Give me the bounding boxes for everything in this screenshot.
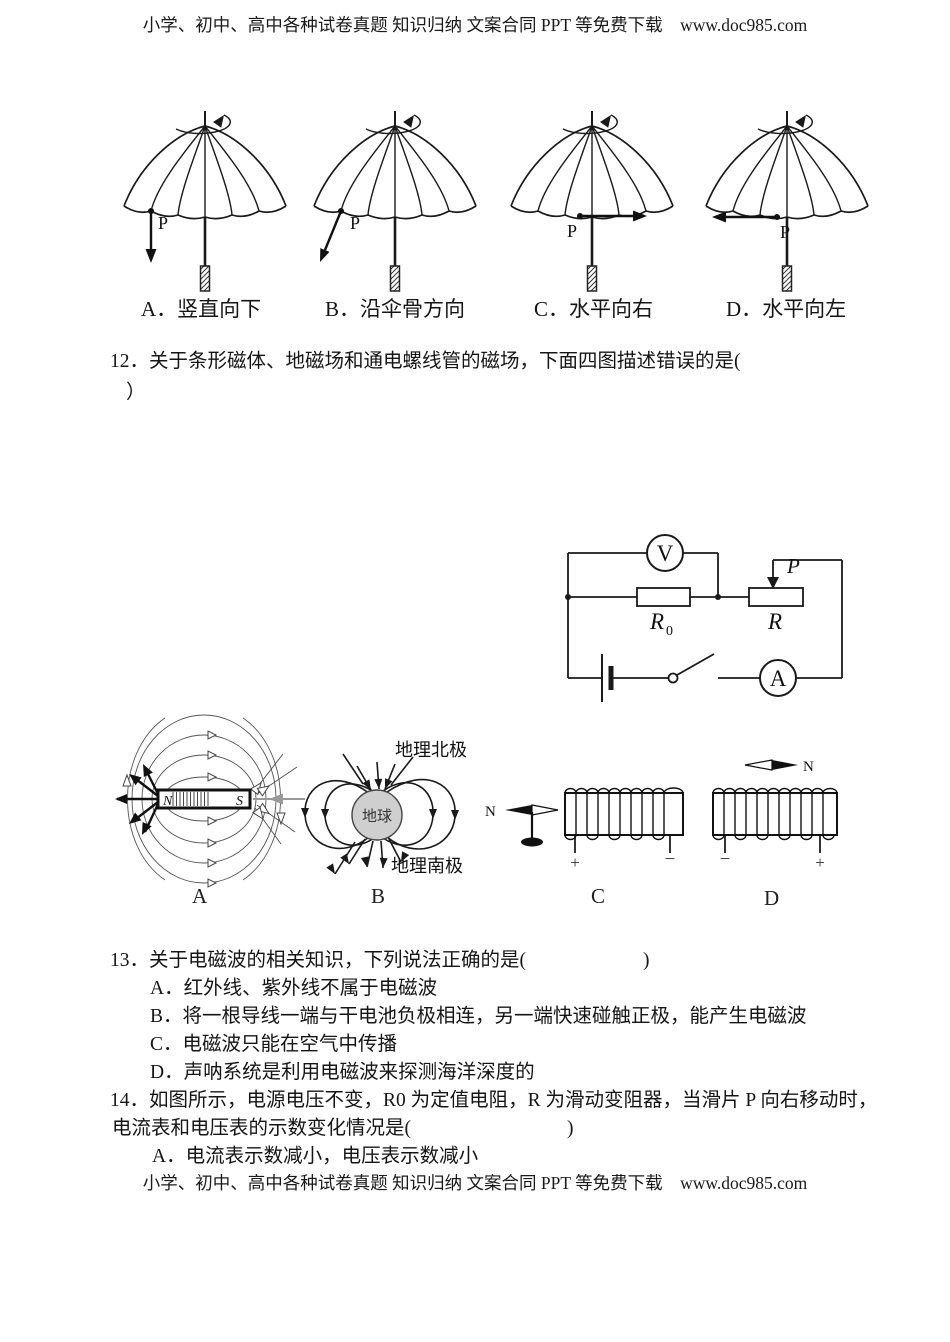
umbrella-figure-a: P — [122, 109, 288, 293]
terminal-plus-label: + — [570, 853, 580, 872]
p-point-label: P — [780, 222, 790, 242]
question-14-stem-line1: 14．如图所示，电源电压不变，R0 为定值电阻，R 为滑动变阻器，当滑片 P 向… — [110, 1090, 878, 1111]
question-12-stem: 12．关于条形磁体、地磁场和通电螺线管的磁场，下面四图描述错误的是( — [110, 351, 741, 372]
page-header: 小学、初中、高中各种试卷真题 知识归纳 文案合同 PPT 等免费下载 www.d… — [142, 15, 808, 35]
option-b-along-rib: B．沿伞骨方向 — [325, 297, 466, 321]
force-arrow-along-rib — [320, 208, 344, 262]
p-point-label: P — [567, 221, 577, 241]
resistor-r0-icon — [636, 587, 691, 607]
force-arrow-right — [577, 210, 647, 222]
option-d-horizontal-left: D．水平向左 — [726, 297, 847, 321]
question-13-option-c: C．电磁波只能在空气中传播 — [150, 1034, 398, 1055]
magnet-north-label: N — [162, 794, 173, 809]
compass-needle-icon — [505, 804, 559, 847]
question-13-option-b: B．将一根导线一端与干电池负极相连，另一端快速碰触正极，能产生电磁波 — [150, 1006, 807, 1027]
resistor-r0-subscript: 0 — [666, 624, 673, 639]
bar-magnet-icon — [156, 788, 252, 810]
voltmeter-label: V — [657, 541, 674, 566]
ammeter-label: A — [770, 666, 787, 691]
terminal-minus-label: − — [665, 849, 676, 870]
coil-body — [712, 792, 838, 836]
earth-field-arrows — [301, 778, 459, 874]
earth-label: 地球 — [362, 808, 392, 825]
solenoid-c-diagram: N + − — [485, 787, 684, 872]
question-14-option-a: A．电流表示数减小，电压表示数减小 — [152, 1146, 479, 1167]
terminal-minus-label: − — [720, 849, 731, 870]
question-13-stem: 13．关于电磁波的相关知识，下列说法正确的是( ) — [110, 950, 650, 971]
diagram-label-d: D — [764, 886, 780, 910]
compass-north-label: N — [485, 804, 496, 820]
umbrella-figure-c: P — [509, 109, 675, 293]
compass-north-label: N — [803, 759, 814, 775]
resistor-r0-label: R — [649, 609, 664, 634]
force-arrow-down — [145, 208, 157, 263]
solenoid-d-diagram: N − + — [712, 759, 838, 872]
question-13-option-d: D．声呐系统是利用电磁波来探测海洋深度的 — [150, 1062, 535, 1083]
question-14-stem-line2: 电流表和电压表的示数变化情况是( ) — [112, 1118, 574, 1139]
geo-north-label: 地理北极 — [395, 740, 467, 760]
force-arrow-left — [712, 211, 780, 223]
p-point-label: P — [350, 213, 360, 233]
p-point-label: P — [158, 213, 168, 233]
diagram-label-a: A — [192, 884, 208, 908]
option-c-horizontal-right: C．水平向右 — [534, 297, 654, 321]
bar-magnet-field-diagram: N S — [115, 714, 305, 888]
page-footer: 小学、初中、高中各种试卷真题 知识归纳 文案合同 PPT 等免费下载 www.d… — [142, 1173, 808, 1193]
option-a-vertical-down: A．竖直向下 — [141, 297, 262, 321]
question-13-option-a: A．红外线、紫外线不属于电磁波 — [150, 978, 438, 999]
magnet-south-label: S — [236, 794, 243, 809]
diagram-label-c: C — [591, 884, 606, 908]
circuit-diagram: V A R 0 R P — [565, 534, 843, 702]
compass-needle-icon — [744, 759, 798, 771]
question-12-stem-close-paren: ） — [126, 382, 146, 403]
switch-icon — [667, 672, 679, 684]
diagram-label-b: B — [371, 884, 386, 908]
geo-south-label: 地理南极 — [391, 856, 463, 876]
rheostat-r-icon — [748, 587, 804, 607]
rheostat-r-label: R — [767, 609, 782, 634]
umbrella-figure-d: P — [704, 109, 870, 293]
earth-icon — [351, 789, 403, 841]
slider-arrow-icon — [767, 577, 779, 589]
umbrella-figure-b: P — [312, 109, 478, 293]
terminal-plus-label: + — [815, 853, 825, 872]
coil-body — [564, 792, 684, 836]
field-direction-arrows — [122, 730, 286, 888]
earth-field-diagram: 地球 地理北极 地理南极 — [301, 740, 467, 876]
slider-p-label: P — [786, 554, 800, 578]
s-pole-gray-arrow — [269, 793, 283, 805]
